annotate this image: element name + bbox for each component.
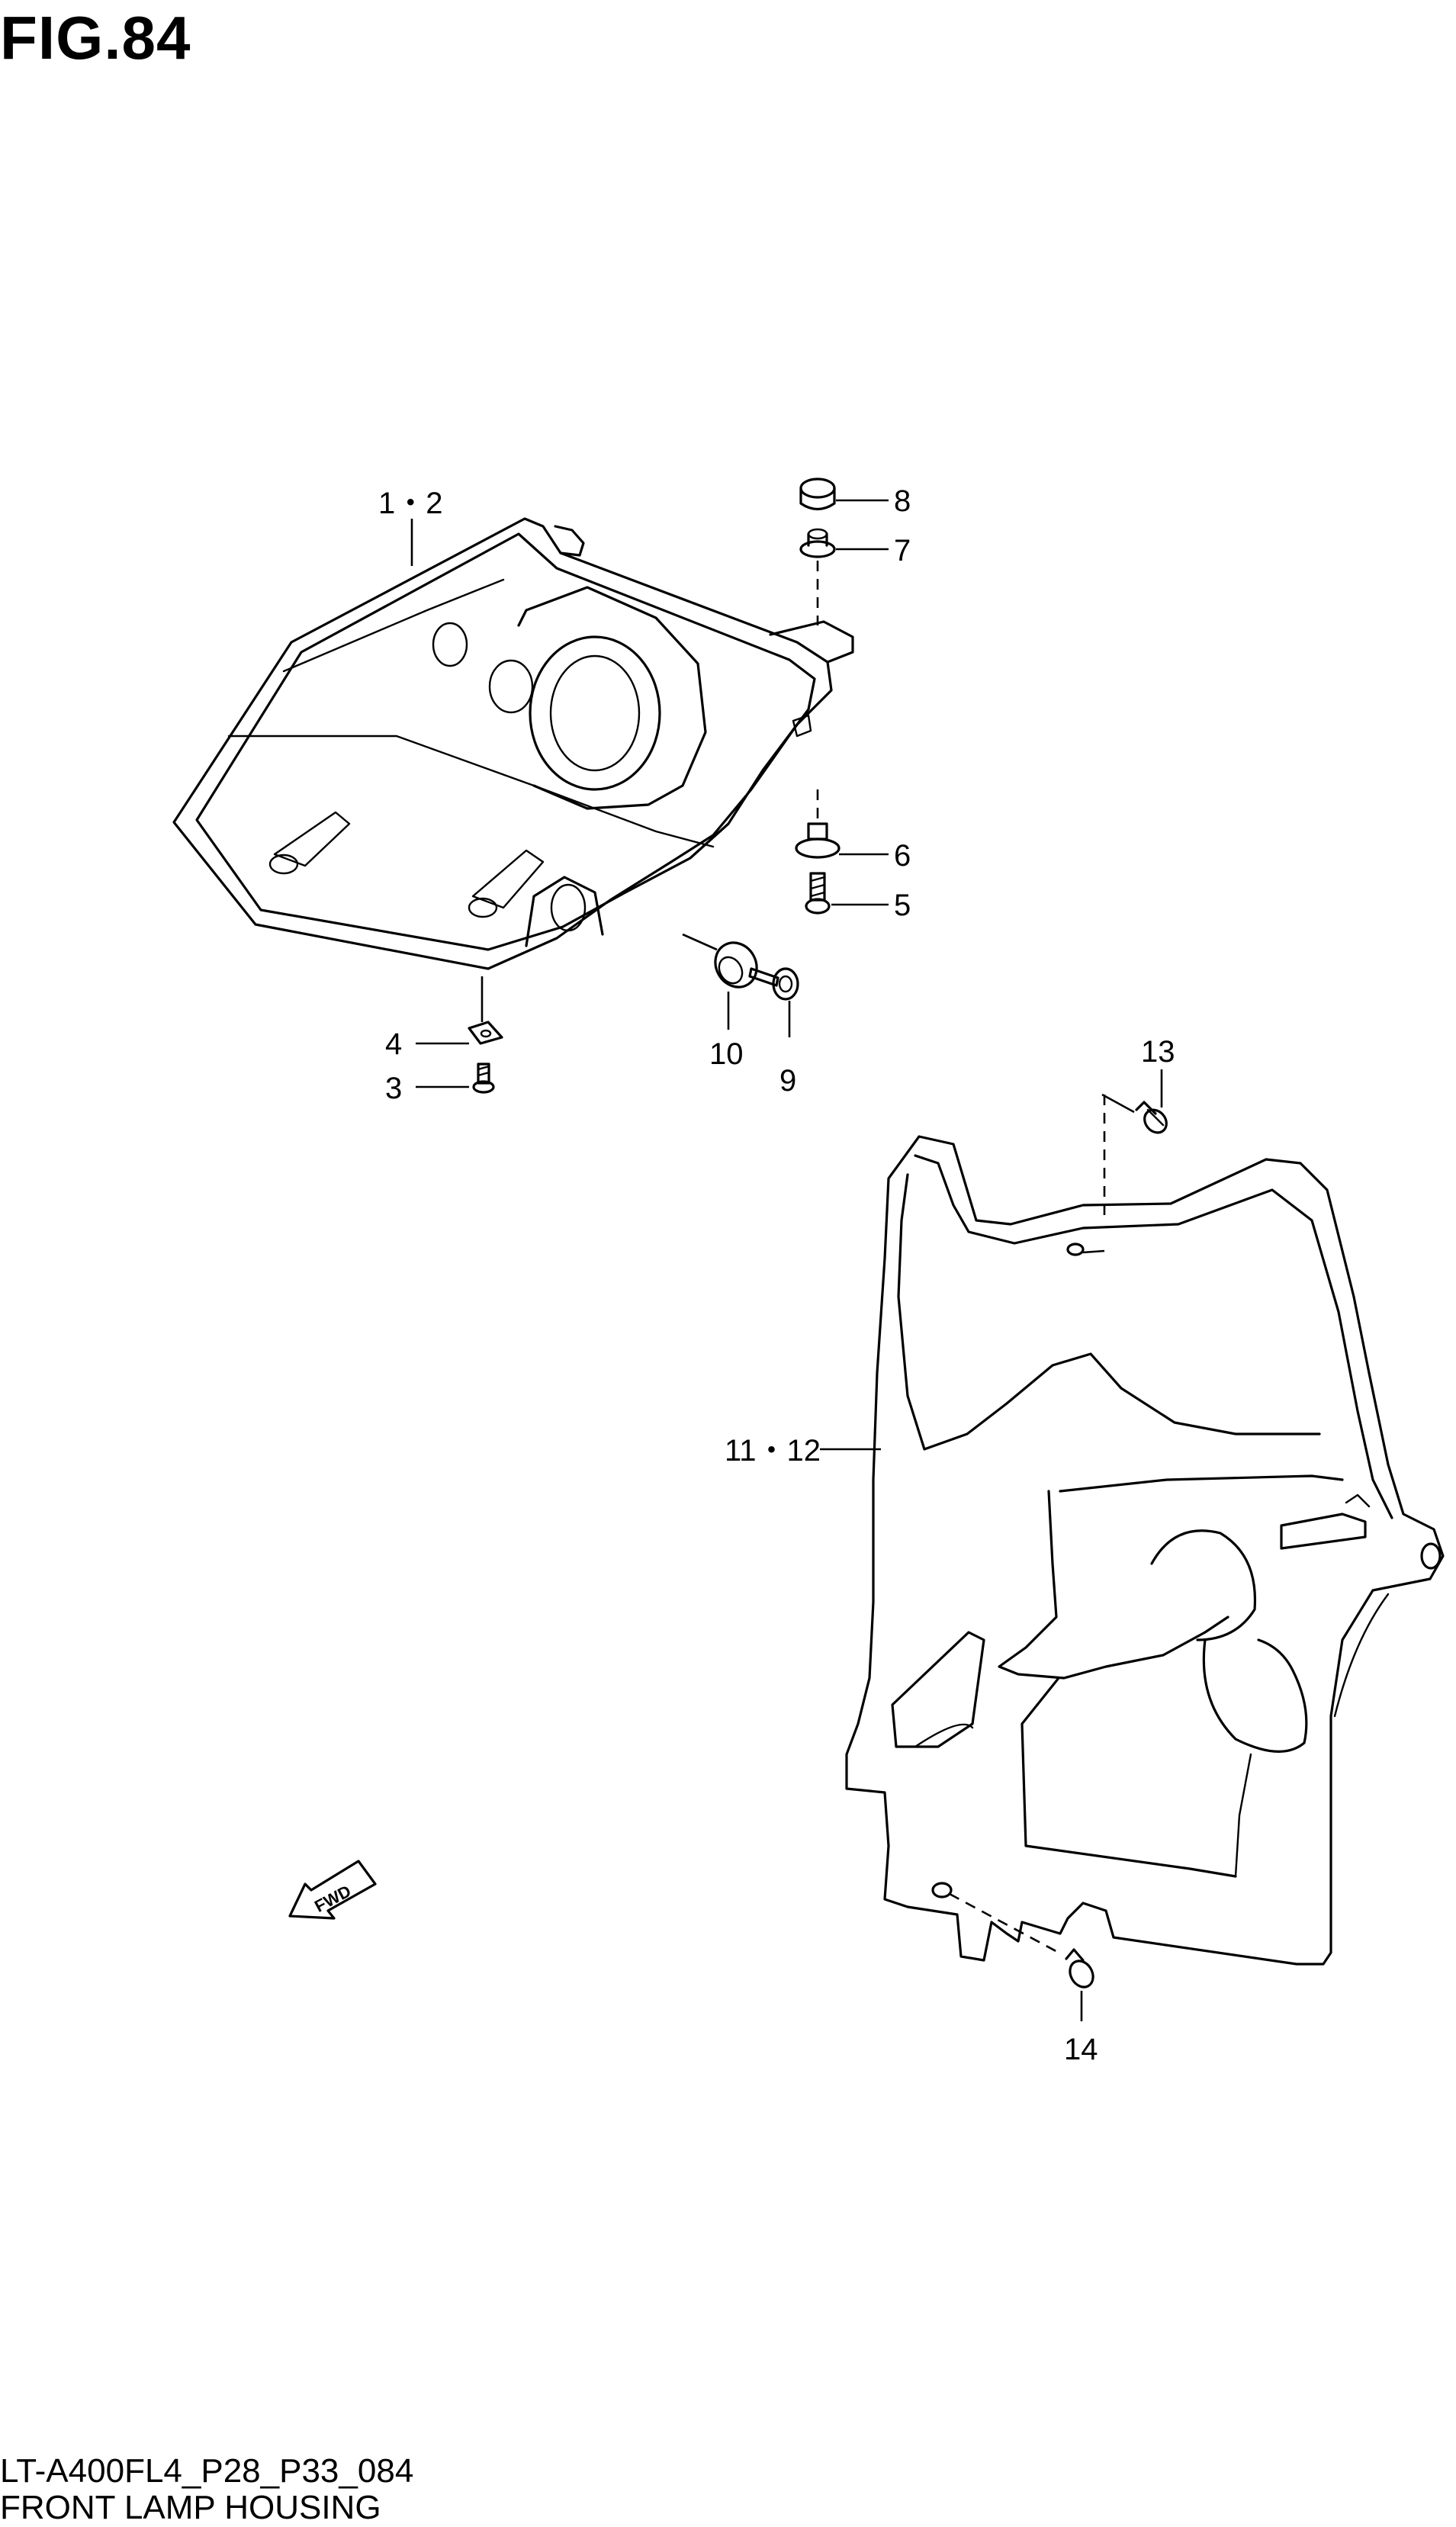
callout-3: 3 <box>385 1072 402 1105</box>
callout-5: 5 <box>894 889 911 922</box>
lamp-cover-part <box>845 1135 1445 1966</box>
lamp-housing-part <box>172 517 854 970</box>
forward-direction-arrow: FWD <box>288 1860 377 1920</box>
clip-nut-4 <box>468 1021 503 1045</box>
grommet-8 <box>799 477 836 511</box>
callout-9: 9 <box>779 1064 796 1098</box>
callout-1-2: 1・2 <box>378 487 443 520</box>
callout-8: 8 <box>894 484 911 518</box>
screw-5 <box>805 872 831 915</box>
callout-6: 6 <box>894 839 911 873</box>
callout-7: 7 <box>894 534 911 567</box>
bolt-9 <box>748 967 799 1001</box>
push-rivet-14 <box>1065 1948 1094 1988</box>
screw-3 <box>472 1063 495 1094</box>
model-code: LT-A400FL4_P28_P33_084 <box>0 2452 414 2490</box>
grommet-6 <box>795 822 840 859</box>
callout-4: 4 <box>385 1027 402 1061</box>
callout-10: 10 <box>709 1037 744 1071</box>
figure-title: FIG.84 <box>0 4 191 72</box>
figure-name: FRONT LAMP HOUSING <box>0 2489 381 2526</box>
callout-11-12: 11・12 <box>725 1434 821 1468</box>
callout-13: 13 <box>1141 1035 1175 1069</box>
push-rivet-13 <box>1135 1101 1168 1134</box>
callout-14: 14 <box>1064 2033 1098 2066</box>
grommet-10 <box>714 941 758 989</box>
collar-7 <box>799 528 836 558</box>
